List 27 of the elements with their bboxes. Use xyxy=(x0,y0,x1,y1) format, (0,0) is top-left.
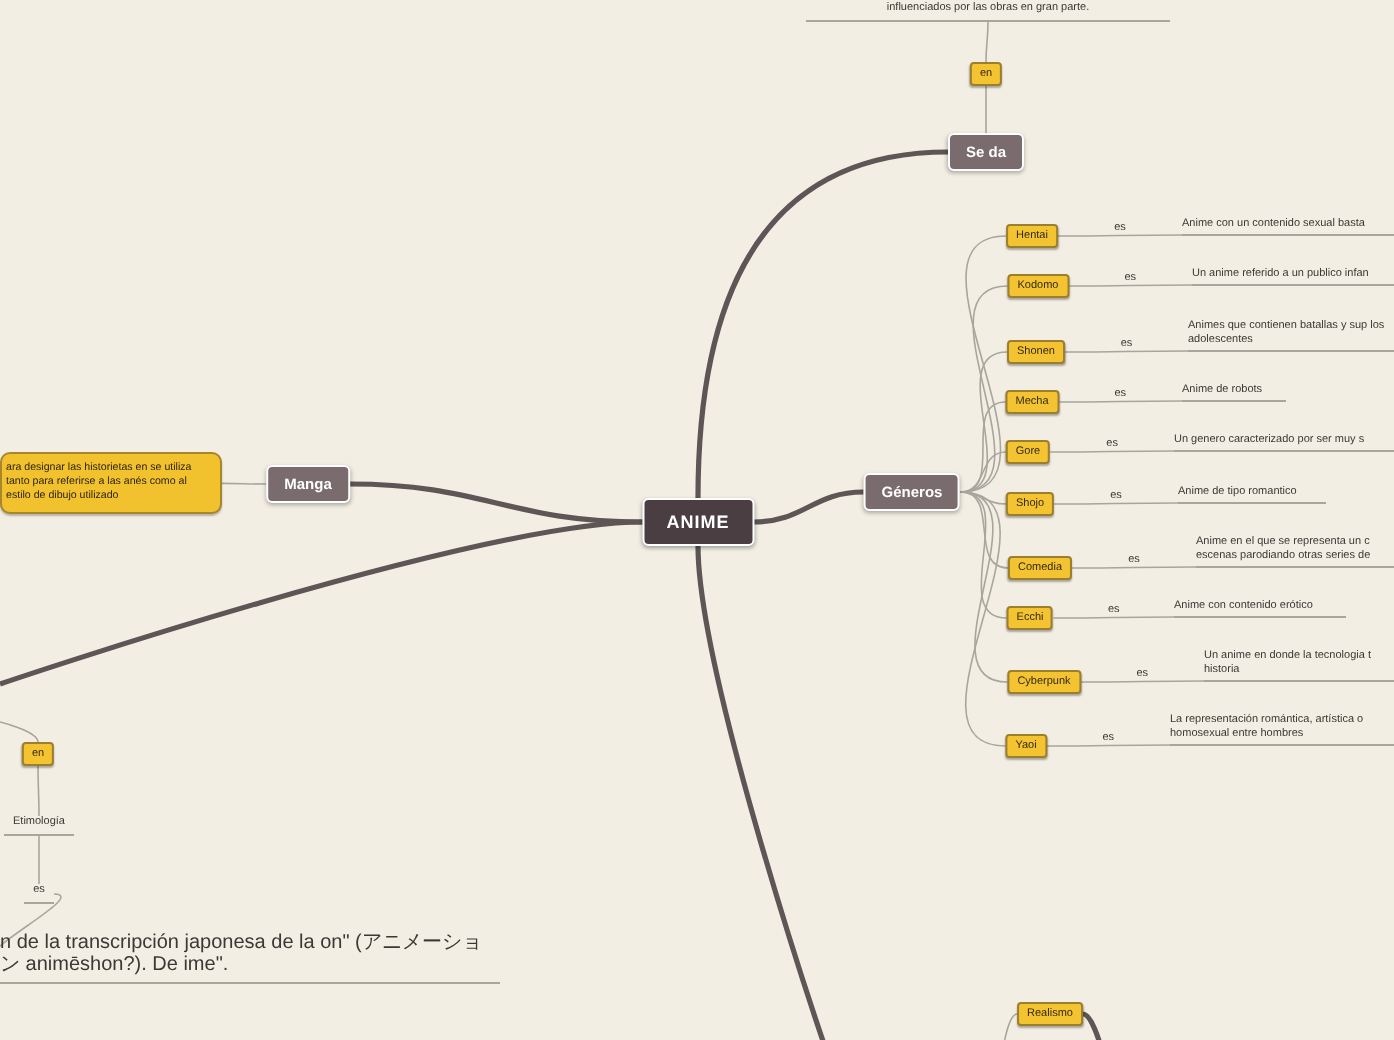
connector xyxy=(695,149,949,499)
connector xyxy=(221,482,268,485)
connector xyxy=(349,481,643,525)
connector xyxy=(959,235,1007,493)
connector xyxy=(753,489,864,525)
connector xyxy=(1071,566,1197,569)
connector xyxy=(985,85,987,134)
connector xyxy=(0,519,643,687)
note-text: n de la transcripción japonesa de la on" (アニメーション animēshon?). De ime". xyxy=(0,932,500,984)
connector xyxy=(1082,1011,1103,1040)
connector xyxy=(37,765,40,817)
connector xyxy=(1052,616,1175,619)
connector xyxy=(1057,234,1183,237)
connector xyxy=(1067,284,1193,287)
connector xyxy=(0,721,39,743)
connector xyxy=(1053,502,1179,505)
connector xyxy=(1045,744,1171,747)
connector xyxy=(1049,450,1175,453)
connector xyxy=(695,545,827,1040)
connector xyxy=(1064,350,1189,353)
connector xyxy=(985,21,989,63)
connector xyxy=(1003,1013,1018,1040)
central-topic-box: ANIME xyxy=(642,498,754,546)
connector xyxy=(38,835,40,885)
connector xyxy=(1057,400,1183,403)
connector xyxy=(1079,680,1205,683)
connector xyxy=(959,491,1007,747)
